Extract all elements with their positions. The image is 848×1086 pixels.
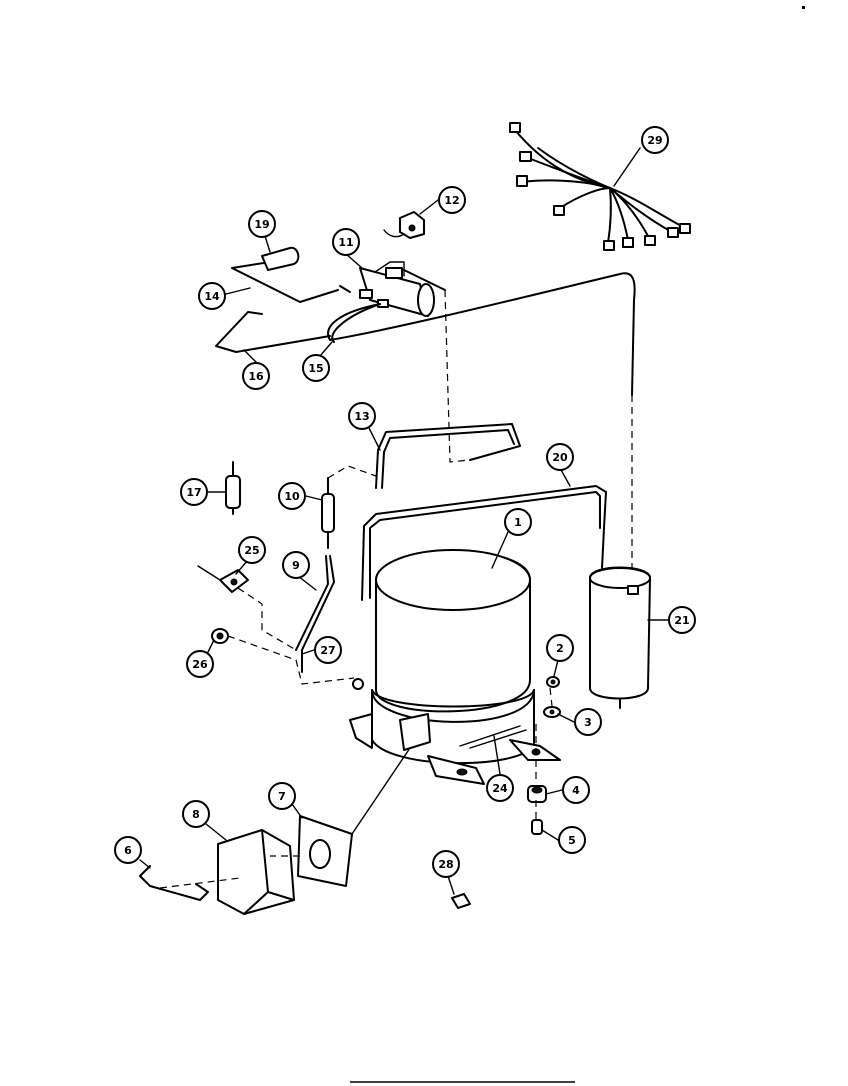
callout-label: 1: [514, 516, 522, 529]
callout-15: 15: [302, 354, 330, 382]
callout-24: 24: [486, 774, 514, 802]
callout-28: 28: [432, 850, 460, 878]
callout-label: 20: [552, 451, 568, 464]
wire-harness-part: [509, 122, 691, 251]
callout-9: 9: [282, 551, 310, 579]
filter-drier-10: [321, 477, 335, 549]
capillary-tube-14: [231, 261, 339, 303]
callout-13: 13: [348, 402, 376, 430]
tube-20: [361, 485, 607, 601]
callout-3: 3: [574, 708, 602, 736]
callout-6: 6: [114, 836, 142, 864]
callout-label: 10: [284, 490, 300, 503]
callout-label: 2: [556, 642, 564, 655]
callout-label: 5: [568, 834, 576, 847]
terminal-connector-part: [383, 211, 425, 239]
callout-label: 26: [192, 658, 208, 671]
washer-3: [543, 706, 561, 718]
callout-label: 21: [674, 614, 689, 627]
callout-label: 6: [124, 844, 132, 857]
callout-label: 12: [444, 194, 459, 207]
callout-21: 21: [668, 606, 696, 634]
callout-label: 19: [254, 218, 269, 231]
nut-2: [546, 676, 560, 688]
callout-16: 16: [242, 362, 270, 390]
gasket-7: [297, 815, 353, 887]
terminal-cover-8: [217, 829, 295, 915]
callout-label: 24: [492, 782, 508, 795]
callout-11: 11: [332, 228, 360, 256]
callout-19: 19: [248, 210, 276, 238]
callout-12: 12: [438, 186, 466, 214]
callout-7: 7: [268, 782, 296, 810]
callout-label: 3: [584, 716, 592, 729]
scan-mark-top-right: [802, 6, 805, 9]
callout-label: 25: [244, 544, 259, 557]
callout-25: 25: [238, 536, 266, 564]
spacer-5: [531, 819, 543, 835]
callout-29: 29: [641, 126, 669, 154]
callout-label: 4: [572, 784, 580, 797]
callout-label: 27: [320, 644, 335, 657]
accumulator-21: [589, 527, 651, 709]
tube-9: [301, 555, 335, 673]
connection-lines: [159, 289, 633, 889]
compressor-1: [349, 549, 561, 785]
callout-label: 8: [192, 808, 200, 821]
callout-2: 2: [546, 634, 574, 662]
callout-14: 14: [198, 282, 226, 310]
callout-4: 4: [562, 776, 590, 804]
callout-26: 26: [186, 650, 214, 678]
filter-drier-17: [225, 461, 241, 515]
callout-label: 13: [354, 410, 369, 423]
callout-10: 10: [278, 482, 306, 510]
grommet-4: [527, 785, 547, 803]
callout-label: 28: [438, 858, 453, 871]
valve-assembly-part: [339, 261, 446, 317]
callout-27: 27: [314, 636, 342, 664]
callout-5: 5: [558, 826, 586, 854]
callout-label: 16: [248, 370, 264, 383]
callout-label: 29: [647, 134, 662, 147]
callout-17: 17: [180, 478, 208, 506]
callout-20: 20: [546, 443, 574, 471]
tube-16: [215, 311, 331, 353]
callout-label: 11: [338, 236, 353, 249]
leader-lines: [139, 147, 669, 895]
grommet-26: [211, 628, 229, 644]
callout-label: 17: [186, 486, 201, 499]
filter-drier-19: [261, 246, 300, 271]
callout-label: 7: [278, 790, 286, 803]
callout-label: 15: [308, 362, 323, 375]
callout-8: 8: [182, 800, 210, 828]
callout-label: 9: [292, 559, 300, 572]
callout-1: 1: [504, 508, 532, 536]
plug-28: [451, 893, 471, 909]
clip-6: [139, 865, 209, 901]
callout-label: 14: [204, 290, 220, 303]
clamp-25: [197, 565, 249, 593]
discharge-line-15: [327, 272, 636, 396]
